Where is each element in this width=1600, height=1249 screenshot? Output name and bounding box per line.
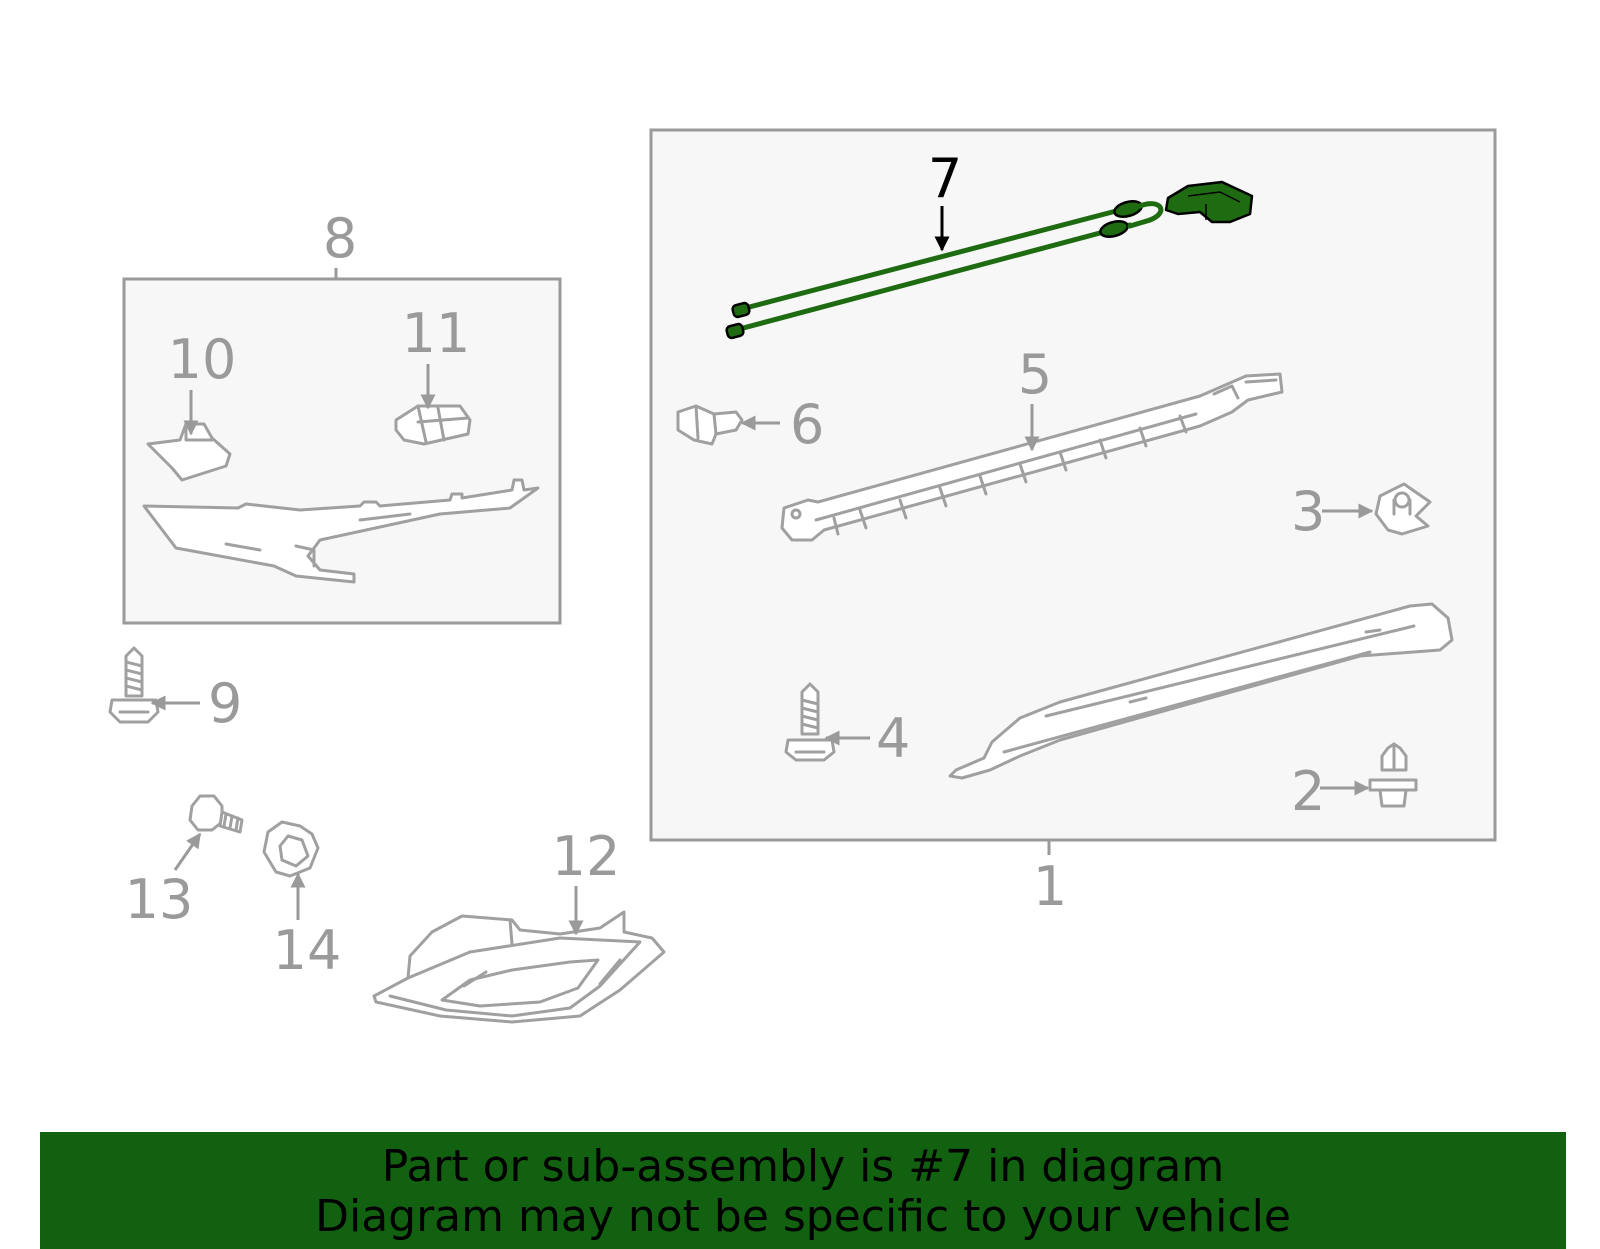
callout-7[interactable]: 7: [928, 147, 962, 210]
notice-banner: Part or sub-assembly is #7 in diagram Di…: [40, 1132, 1566, 1249]
part-13-screw[interactable]: [188, 794, 244, 834]
lower-trim-panel: [948, 602, 1454, 780]
callout-8[interactable]: 8: [323, 207, 357, 270]
callout-3[interactable]: 3: [1291, 480, 1325, 543]
callout-13[interactable]: 13: [125, 868, 194, 931]
part-14-clip-nut[interactable]: [262, 820, 320, 878]
callout-11[interactable]: 11: [402, 302, 471, 365]
part-9-bolt[interactable]: [108, 646, 160, 724]
part-12-fog-lamp-bezel[interactable]: [372, 910, 666, 1024]
callout-14[interactable]: 14: [273, 919, 342, 982]
callout-1[interactable]: 1: [1033, 855, 1067, 918]
callout-6[interactable]: 6: [790, 393, 824, 456]
leader-13: [173, 832, 202, 871]
part-6-clip[interactable]: [676, 404, 744, 446]
callout-4[interactable]: 4: [876, 707, 910, 770]
callout-10[interactable]: 10: [168, 328, 237, 391]
callout-5[interactable]: 5: [1018, 343, 1052, 406]
callout-9[interactable]: 9: [208, 672, 242, 735]
part-2-push-clip[interactable]: [1368, 742, 1418, 808]
grille-trim-molding: [142, 478, 540, 584]
banner-line-part: Part or sub-assembly is #7 in diagram: [381, 1141, 1225, 1192]
part-5-bracket[interactable]: [780, 372, 1284, 542]
banner-line-disclaimer: Diagram may not be specific to your vehi…: [315, 1191, 1291, 1242]
part-3-nut-clip[interactable]: [1374, 482, 1432, 536]
callout-2[interactable]: 2: [1291, 760, 1325, 823]
part-7-wire-harness[interactable]: [725, 180, 1254, 340]
callout-12[interactable]: 12: [552, 825, 621, 888]
